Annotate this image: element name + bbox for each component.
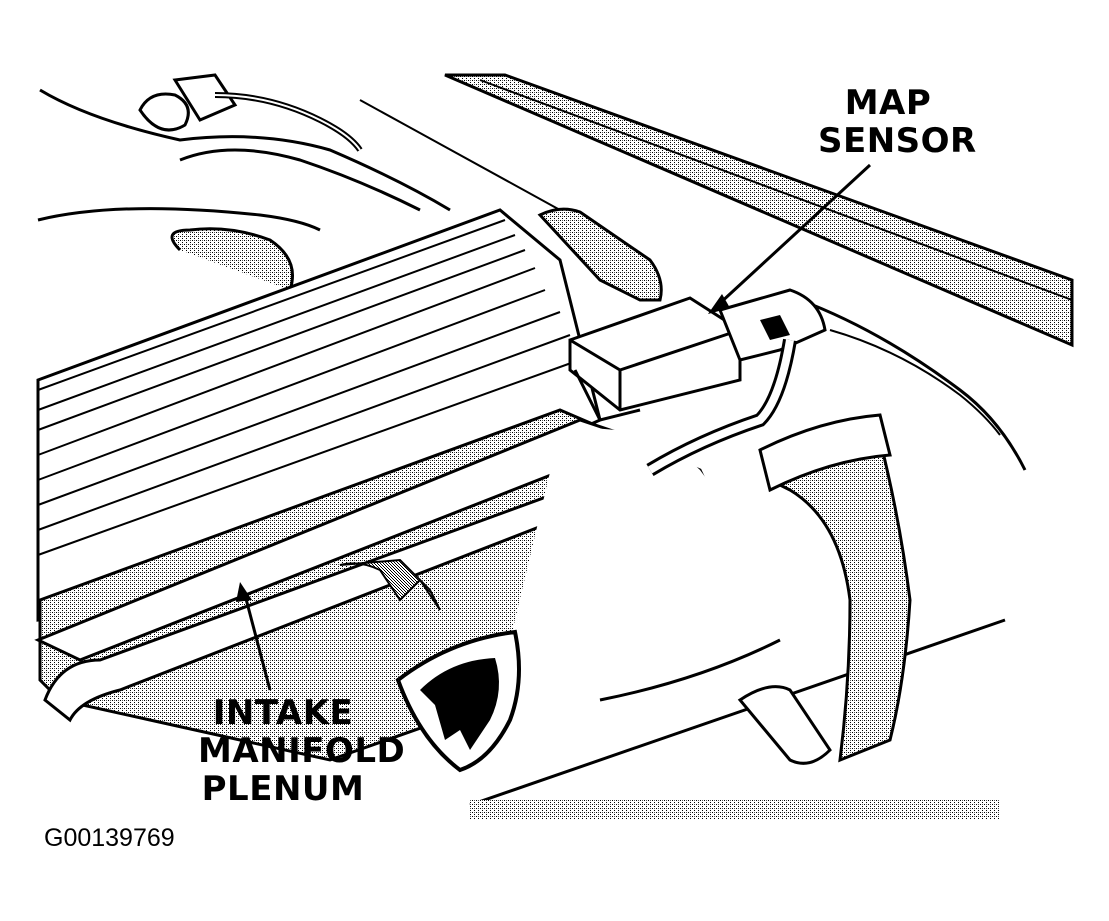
sensor-wiring <box>646 338 797 477</box>
air-hose <box>737 413 912 765</box>
intake-label-line2: MANIFOLD <box>198 731 406 771</box>
intake-label-line1: INTAKE <box>212 693 354 733</box>
map-sensor-label: MAP SENSOR <box>818 83 977 161</box>
intake-manifold-plenum-label: INTAKE MANIFOLD PLENUM <box>198 693 406 809</box>
intake-arrowhead <box>236 582 252 602</box>
intake-label-line3: PLENUM <box>201 769 365 809</box>
plenum-shell <box>450 428 1006 820</box>
map-sensor-label-line1: MAP <box>844 83 932 123</box>
map-sensor-arrowhead <box>708 294 730 314</box>
strut-bar <box>444 73 1074 348</box>
intake-leader <box>243 594 272 691</box>
map-sensor-part <box>537 207 827 422</box>
figure-id: G00139769 <box>44 824 175 852</box>
leader-lines <box>236 163 872 691</box>
fender-outline <box>799 298 1027 471</box>
ribbed-cover <box>36 208 602 622</box>
top-wire-connector <box>138 73 363 152</box>
ram-emblem <box>395 629 521 773</box>
map-sensor-label-line2: SENSOR <box>818 121 977 161</box>
map-sensor-leader <box>716 163 872 307</box>
engine-background <box>37 88 561 291</box>
